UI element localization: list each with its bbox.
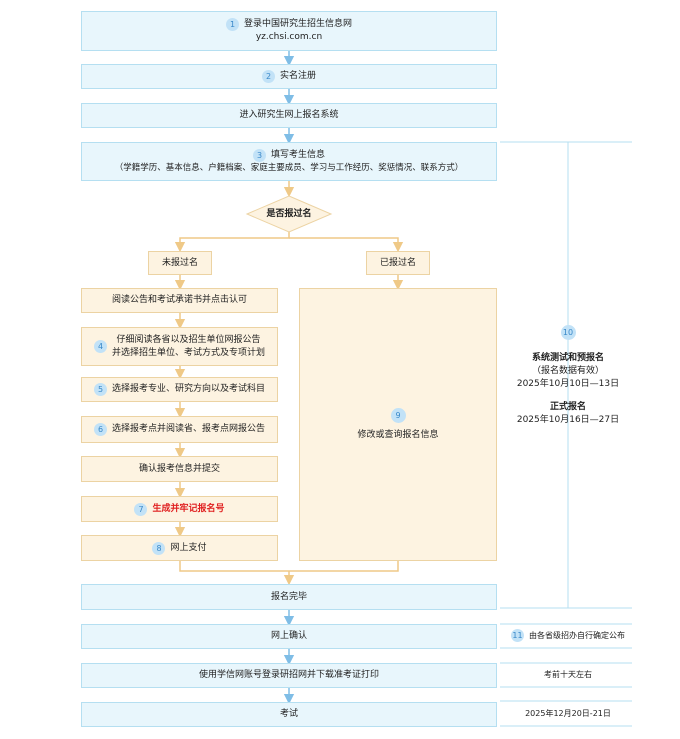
step-number: 3 [252, 148, 266, 162]
step-number: 9 [390, 407, 406, 423]
decision-label: 是否报过名 [266, 208, 312, 219]
step-register-label: 实名注册 [279, 71, 316, 81]
step-done: 报名完毕 [81, 584, 497, 610]
step-online-payment-label: 网上支付 [170, 542, 207, 553]
step-fill-info-detail: （学籍学历、基本信息、户籍档案、家庭主要成员、学习与工作经历、奖惩情况、联系方式… [114, 162, 464, 173]
branch-registered: 已报过名 [366, 251, 430, 275]
step-choose-site: 6 选择报考点并阅读省、报考点网报公告 [81, 416, 278, 443]
step-done-label: 报名完毕 [270, 591, 307, 602]
formal-period-title: 正式报名 [549, 402, 586, 412]
step-enter-system-label: 进入研究生网上报名系统 [239, 110, 339, 120]
step-choose-site-label: 选择报考点并阅读省、报考点网报公告 [111, 424, 265, 434]
step-number: 5 [93, 383, 107, 396]
step-register: 2 实名注册 [81, 64, 497, 89]
step-generate-number: 7 生成并牢记报名号 [81, 496, 278, 522]
step-read-notice-label: 阅读公告和考试承诺书并点击认可 [111, 295, 247, 305]
test-period-dates: 2025年10月10日—13日 [516, 379, 620, 389]
orange-arrows [174, 181, 404, 586]
step-confirm-submit: 确认报考信息并提交 [81, 456, 278, 482]
step-confirm-submit-label: 确认报考信息并提交 [138, 463, 220, 474]
formal-period-dates: 2025年10月16日—27日 [516, 415, 620, 425]
step-number: 7 [134, 502, 148, 516]
step-read-notice: 阅读公告和考试承诺书并点击认可 [81, 288, 278, 313]
step-number: 10 [560, 325, 576, 340]
step-exam: 考试 [81, 702, 497, 727]
branch-registered-label: 已报过名 [379, 257, 416, 268]
step-online-confirm: 网上确认 [81, 624, 497, 649]
exam-date-note: 2025年12月20日-21日 [525, 709, 611, 718]
step-modify-query: 9 修改或查询报名信息 [299, 288, 497, 561]
test-period-note: （报名数据有效） [531, 366, 604, 376]
step-choose-unit: 4 仔细阅读各省以及招生单位网报公告 并选择招生单位、考试方式及专项计划 [81, 327, 278, 366]
step-print-ticket: 使用学信网账号登录研招网并下载准考证打印 [81, 663, 497, 688]
registration-period-note: 10 系统测试和预报名 （报名数据有效） 2025年10月10日—13日 正式报… [510, 325, 626, 427]
step-login-label: 登录中国研究生招生信息网 [243, 19, 352, 29]
step-online-payment: 8 网上支付 [81, 535, 278, 561]
confirm-time-note: 11 由各省级招办自行确定公布 [505, 629, 631, 642]
step-fill-info-label: 填写考生信息 [270, 149, 325, 160]
step-enter-system: 进入研究生网上报名系统 [81, 103, 497, 128]
branch-not-registered: 未报过名 [148, 251, 212, 275]
step-choose-major: 5 选择报考专业、研究方向以及考试科目 [81, 377, 278, 402]
step-login: 1 登录中国研究生招生信息网 yz.chsi.com.cn [81, 11, 497, 51]
test-period-title: 系统测试和预报名 [531, 353, 604, 363]
step-number: 2 [261, 70, 275, 83]
step-number: 6 [93, 423, 107, 436]
side-bracket [500, 141, 632, 727]
website-url: yz.chsi.com.cn [255, 32, 323, 42]
step-modify-query-label: 修改或查询报名信息 [357, 429, 439, 440]
step-exam-label: 考试 [279, 709, 298, 719]
step-print-ticket-label: 使用学信网账号登录研招网并下载准考证打印 [198, 670, 379, 680]
step-number: 1 [225, 18, 239, 31]
step-online-confirm-label: 网上确认 [270, 631, 307, 641]
step-choose-major-label: 选择报考专业、研究方向以及考试科目 [111, 384, 265, 394]
step-fill-info: 3 填写考生信息 （学籍学历、基本信息、户籍档案、家庭主要成员、学习与工作经历、奖… [81, 142, 497, 181]
branch-not-registered-label: 未报过名 [161, 257, 198, 268]
step-choose-unit-line2: 并选择招生单位、考试方式及专项计划 [111, 347, 265, 358]
step-number: 11 [511, 629, 524, 642]
decision-diamond [245, 195, 333, 233]
print-time-note: 考前十天左右 [544, 670, 592, 679]
step-number: 4 [93, 340, 107, 353]
confirm-time-label: 由各省级招办自行确定公布 [529, 631, 625, 640]
step-number: 8 [152, 541, 166, 555]
step-choose-unit-line1: 仔细阅读各省以及招生单位网报公告 [116, 334, 261, 345]
step-generate-number-label: 生成并牢记报名号 [152, 503, 225, 514]
